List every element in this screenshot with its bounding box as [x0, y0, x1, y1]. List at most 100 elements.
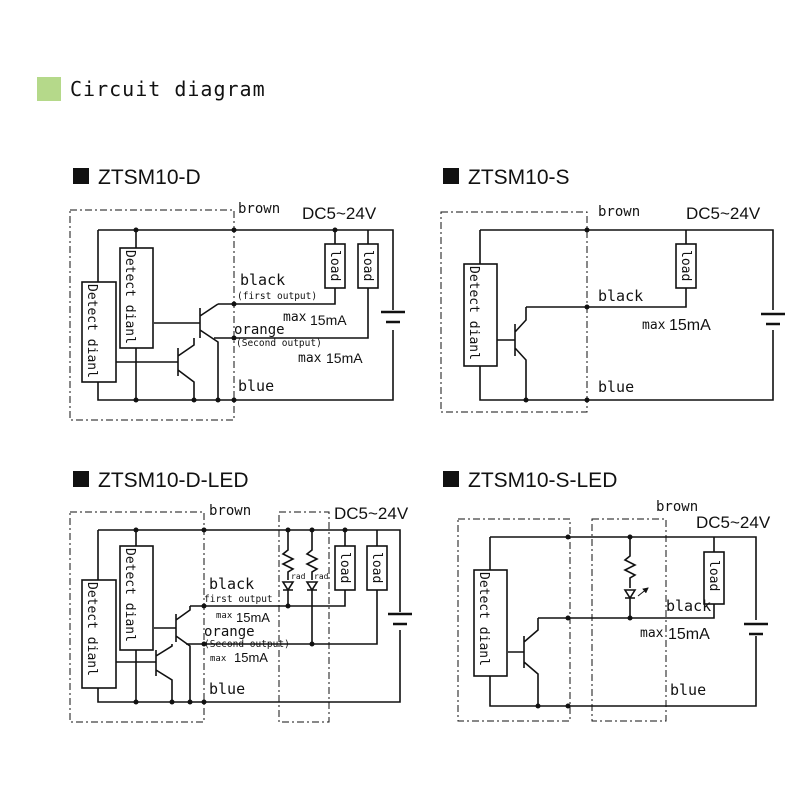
label-brown: brown — [238, 201, 280, 217]
battery — [744, 622, 768, 636]
load-label-1: load — [337, 552, 352, 583]
panel-title-square — [73, 168, 89, 184]
panel-title-square — [73, 471, 89, 487]
label-brown: brown — [209, 503, 251, 519]
sensor-boundary — [457, 518, 571, 722]
label-blue: blue — [670, 681, 706, 699]
label-max-value: 15mA — [669, 317, 711, 334]
label-black: black — [666, 597, 711, 615]
panel-ztsm10-s-led: ZTSM10-S-LED — [443, 469, 768, 722]
load-box — [703, 551, 725, 605]
detect-dial-box-2 — [81, 579, 117, 689]
label-max2-prefix: max — [210, 654, 227, 664]
led-resistor-1 — [281, 530, 295, 580]
label-orange: orange — [204, 624, 255, 640]
label-blue: blue — [209, 680, 245, 698]
label-max-prefix: max — [640, 626, 664, 641]
detect-dial-box-2 — [81, 281, 117, 383]
wire-load2 — [214, 230, 369, 339]
wire-load1 — [190, 530, 346, 607]
panel-title: ZTSM10-S-LED — [468, 469, 617, 492]
sensor-boundary — [69, 209, 235, 421]
label-max1-prefix: max — [216, 611, 233, 621]
panel-title-square — [443, 471, 459, 487]
detect-dial-box-1 — [119, 545, 154, 651]
label-first-output: (first output) — [237, 291, 317, 302]
wire-brown-left — [489, 537, 757, 707]
panel-ztsm10-d-led: ZTSM10-D-LED — [69, 469, 412, 723]
label-voltage: DC5~24V — [686, 204, 761, 223]
led-light-arrow — [637, 587, 649, 597]
panel-ztsm10-d: ZTSM10-D — [69, 166, 405, 421]
detect-dial-label-2: Detect dianl — [84, 582, 99, 676]
transistor-1 — [154, 606, 191, 702]
panel-title-square — [443, 168, 459, 184]
load-box — [675, 243, 697, 289]
label-second-output: (Second output) — [236, 338, 322, 349]
led-diode-2 — [305, 581, 319, 644]
wire-load — [526, 230, 687, 308]
wire-brown — [480, 229, 774, 310]
panel-ztsm10-d-labels: brown DC5~24V black (first output) orang… — [84, 201, 377, 395]
header-accent-square — [37, 77, 61, 101]
battery — [381, 310, 405, 324]
detect-dial-label-1: Detect dianl — [122, 548, 137, 642]
label-voltage: DC5~24V — [302, 204, 377, 223]
led-diode-1 — [281, 581, 295, 606]
label-brown: brown — [598, 204, 640, 220]
label-first-output: first output — [204, 594, 273, 605]
load-label-2: load — [369, 552, 384, 583]
wire-brown — [98, 229, 394, 310]
sensor-boundary — [69, 511, 205, 723]
load-box-2 — [357, 243, 379, 289]
battery — [388, 612, 412, 626]
label-second-output: (Second output) — [204, 639, 290, 650]
load-box-1 — [324, 243, 346, 289]
junction-dots — [535, 534, 633, 709]
junction-dots — [133, 527, 348, 705]
label-max2-value: 15mA — [234, 650, 268, 665]
detect-dial-label-1: Detect dianl — [122, 250, 137, 344]
led-resistor-2 — [305, 530, 319, 580]
detect-dial-label: Detect dianl — [466, 266, 481, 360]
label-black: black — [598, 287, 643, 305]
detect-dial-box — [463, 263, 498, 367]
panel-title: ZTSM10-D-LED — [98, 469, 249, 492]
wire-load — [538, 537, 715, 619]
label-brown: brown — [656, 499, 698, 515]
label-max1-prefix: max — [283, 310, 307, 325]
load-label: load — [706, 560, 721, 591]
panel-title: ZTSM10-S — [468, 166, 570, 189]
label-max-prefix: max — [642, 318, 666, 333]
junction-dots — [523, 227, 590, 403]
page-title: Circuit diagram — [70, 77, 266, 101]
detect-dial-label: Detect dianl — [476, 572, 491, 666]
load-label-1: load — [327, 250, 342, 281]
label-max1-value: 15mA — [310, 312, 347, 328]
panel-ztsm10-s: ZTSM10-S — [440, 166, 785, 413]
label-max1-value: 15mA — [236, 610, 270, 625]
label-max-value: 15mA — [668, 626, 710, 643]
label-voltage: DC5~24V — [696, 513, 771, 532]
panel-ztsm10-d-led-labels: brown DC5~24V black first output orange … — [84, 503, 409, 698]
led-diode — [623, 589, 637, 618]
label-orange: orange — [234, 322, 285, 338]
detect-dial-label-2: Detect dianl — [84, 284, 99, 378]
detect-dial-box-1 — [119, 247, 154, 349]
label-rad-2: rad — [314, 572, 329, 581]
led-resistor — [623, 537, 637, 588]
load-label-2: load — [360, 250, 375, 281]
transistor-2 — [116, 644, 173, 702]
led-boundary — [278, 511, 330, 723]
wire-brown-left — [479, 230, 774, 401]
label-black: black — [209, 575, 254, 593]
transistor-2 — [116, 338, 195, 400]
transistor — [497, 307, 527, 400]
transistor-1 — [154, 303, 219, 400]
label-blue: blue — [238, 377, 274, 395]
wire-brown — [98, 529, 401, 612]
sensor-boundary — [440, 211, 588, 413]
battery — [761, 312, 785, 326]
